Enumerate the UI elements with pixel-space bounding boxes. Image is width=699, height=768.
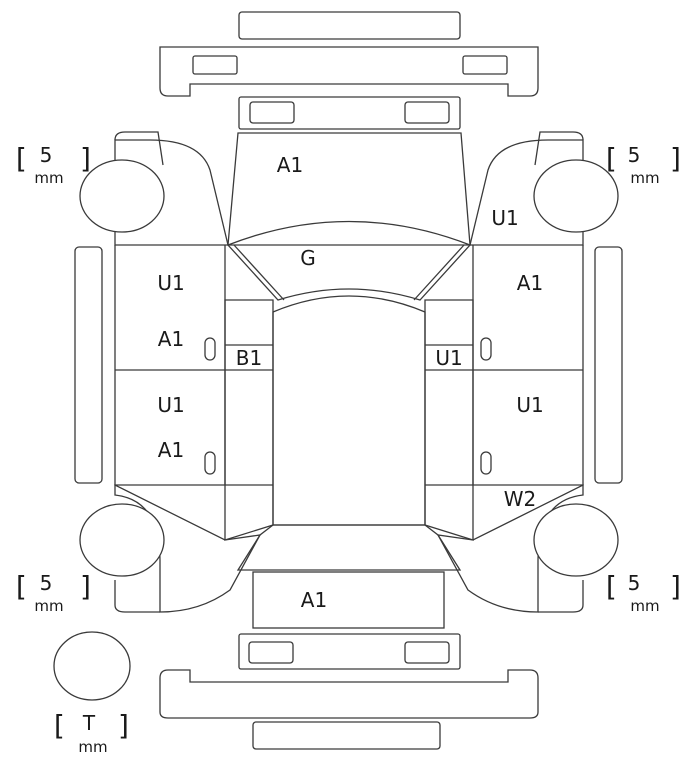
front-right-headlamp[interactable] [404,101,450,124]
rear-right-tread-unit: mm [630,597,659,615]
rear-left-door-upper-code: U1 [157,393,184,417]
left-front-corner [114,131,164,166]
front-right-bracket-open: [ [602,142,619,175]
right-rocker[interactable] [424,299,474,541]
rear-bumper[interactable] [159,669,539,719]
windshield[interactable] [226,220,472,301]
left-side-molding[interactable] [74,246,103,484]
rear-right-tread-value: 5 [628,571,641,595]
front-left-light[interactable] [192,55,238,75]
rear-window[interactable] [236,524,462,571]
left-front-fender[interactable] [114,139,229,246]
roof[interactable] [272,295,426,526]
rear-left-door-lower-code: A1 [158,438,184,462]
windshield-code: G [300,246,316,270]
right-rear-corner [538,580,584,613]
front-right-tread-unit: mm [630,169,659,187]
front-left-tread-unit: mm [34,169,63,187]
front-left-bracket-open: [ [12,142,29,175]
rear-left-lamp[interactable] [248,641,294,664]
rear-right-bracket-close: ] [668,570,685,603]
trunk-code: A1 [301,588,327,612]
spare-tread-unit: mm [78,738,107,756]
right-rear-handle[interactable] [480,451,492,475]
right-side-molding[interactable] [594,246,623,484]
spare-bracket-open: [ [50,709,67,742]
front-left-bracket-close: ] [78,142,95,175]
rear-right-door-code: U1 [516,393,543,417]
rear-right-lamp[interactable] [404,641,450,664]
front-right-tread-value: 5 [628,143,641,167]
spare-bracket-close: ] [116,709,133,742]
left-front-handle[interactable] [204,337,216,361]
front-right-bracket-close: ] [668,142,685,175]
right-rear-quarter-code: W2 [504,487,537,511]
windshield-right-pillar [413,244,465,301]
trunk[interactable] [252,571,445,629]
spare-tread-value: T [82,711,96,735]
front-left-tire[interactable] [79,159,165,233]
rear-bumper-strip[interactable] [252,721,441,750]
rear-left-bracket-close: ] [78,570,95,603]
rear-right-bracket-open: [ [602,570,619,603]
front-bumper[interactable] [159,46,539,97]
spare-tire[interactable] [53,631,131,701]
right-front-handle[interactable] [480,337,492,361]
right-front-fender[interactable] [469,139,584,246]
left-rear-handle[interactable] [204,451,216,475]
left-rocker[interactable] [224,299,274,541]
front-right-light[interactable] [462,55,508,75]
right-front-corner [534,131,584,166]
rear-left-tread-value: 5 [40,571,53,595]
front-right-fender-code: U1 [491,206,518,230]
windshield-left-pillar [233,244,285,301]
front-left-tread-value: 5 [40,143,53,167]
rear-left-tread-unit: mm [34,597,63,615]
left-rear-corner [114,580,160,613]
front-bumper-strip[interactable] [238,11,461,40]
rear-left-bracket-open: [ [12,570,29,603]
front-right-fender-lower-code: A1 [517,271,543,295]
hood-code: A1 [277,153,303,177]
front-left-fender-code: U1 [157,271,184,295]
front-left-headlamp[interactable] [249,101,295,124]
front-right-rocker-code: U1 [435,346,462,370]
hood[interactable] [227,132,471,246]
front-right-tire[interactable] [533,159,619,233]
rear-right-tire[interactable] [533,503,619,577]
front-left-door-code: A1 [158,327,184,351]
front-left-rocker-code: B1 [236,346,262,370]
rear-left-tire[interactable] [79,503,165,577]
